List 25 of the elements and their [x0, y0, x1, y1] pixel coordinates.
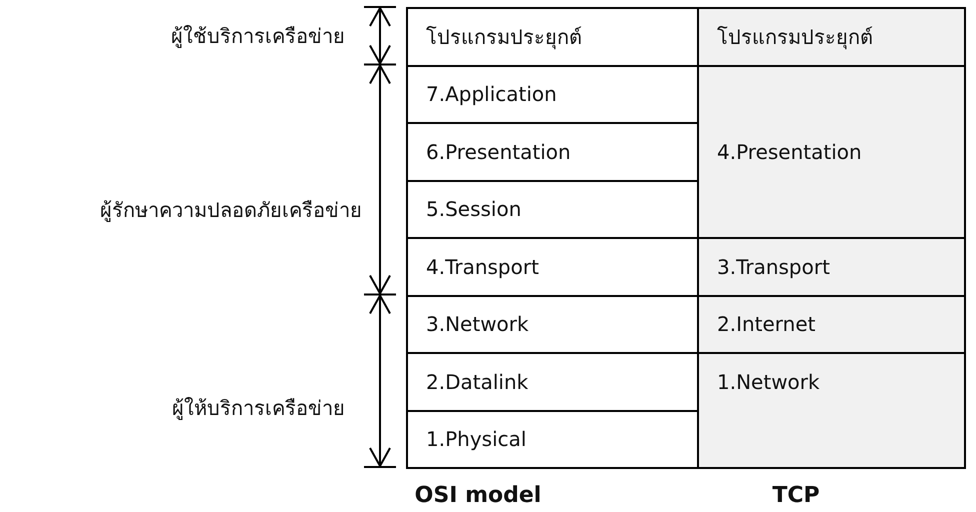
table-cell — [406, 7, 699, 66]
cell-text: 3.Network — [426, 311, 529, 338]
cell-text: โปรแกรมประยุกต์ — [717, 24, 873, 51]
cell-text: 7.Application — [426, 81, 557, 108]
cell-text: 2.Internet — [717, 311, 816, 338]
cell-text: 1.Physical — [426, 426, 526, 454]
cell-text: 4.Transport — [426, 254, 539, 281]
table-cell — [697, 237, 966, 296]
cell-text: โปรแกรมประยุกต์ — [426, 24, 582, 51]
column-label: OSI model — [414, 482, 542, 510]
cell-text: 3.Transport — [717, 254, 830, 281]
cell-text: 1.Network — [717, 368, 820, 396]
table-cell — [697, 352, 966, 469]
table-cell — [697, 294, 966, 354]
table-cell — [406, 410, 699, 469]
cell-text: 5.Session — [426, 196, 522, 224]
column-label: TCP — [772, 482, 820, 510]
cell-text: 2.Datalink — [426, 368, 528, 396]
role-label: ผู้ใช้บริการเครือข่าย — [171, 23, 345, 50]
table-cell — [697, 7, 966, 66]
cell-text: 6.Presentation — [426, 138, 571, 166]
role-label: ผู้รักษาความปลอดภัยเครือข่าย — [100, 197, 362, 224]
table-cell — [697, 64, 966, 239]
cell-text: 4.Presentation — [717, 138, 862, 166]
role-label: ผู้ให้บริการเครือข่าย — [172, 395, 345, 422]
